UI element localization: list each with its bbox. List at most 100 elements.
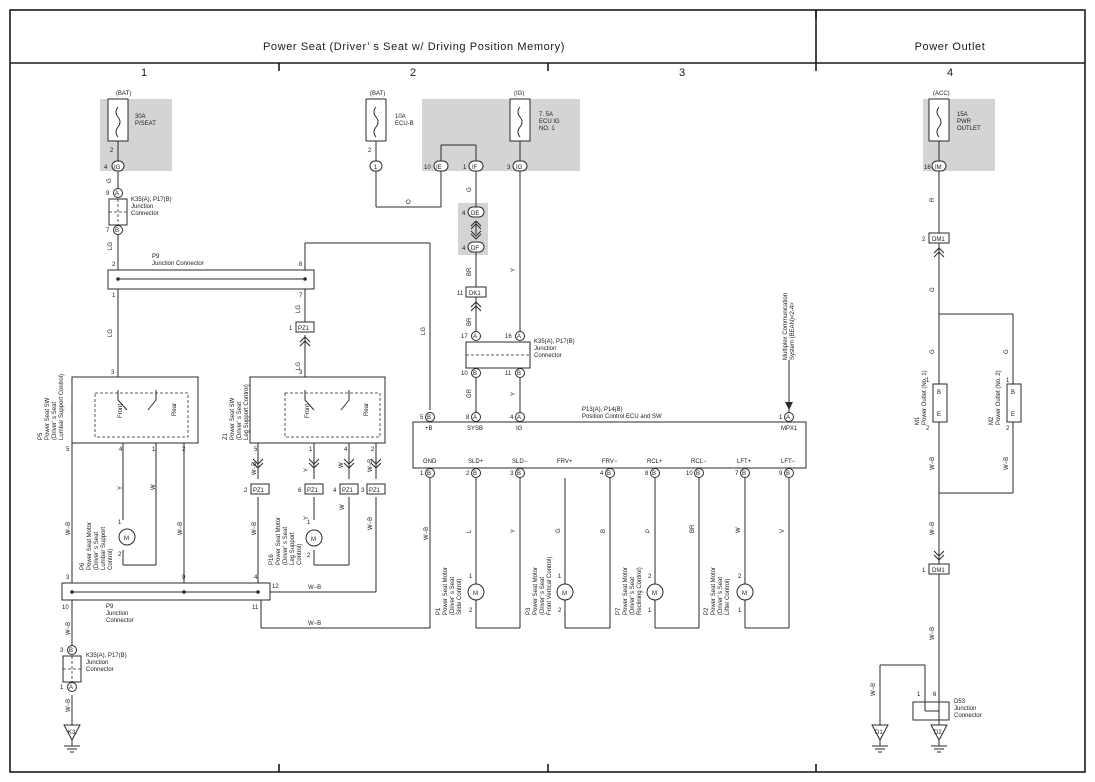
- fuse-30a-supply: (BAT): [116, 91, 131, 97]
- p3-label: P3 Power Seat Motor (Driver’ s Seat Fron…: [526, 557, 553, 615]
- connector-pz1-top: [295, 321, 315, 333]
- svg-text:G: G: [1004, 349, 1010, 354]
- svg-text:B: B: [473, 471, 477, 477]
- k35-mid-label: K35(A), P17(B): [534, 339, 575, 345]
- svg-text:(Driver’ s Seat: (Driver’ s Seat: [540, 577, 546, 615]
- svg-text:BR: BR: [467, 267, 473, 276]
- svg-text:V: V: [780, 529, 786, 533]
- svg-text:P2: P2: [704, 607, 710, 615]
- svg-text:2: 2: [648, 574, 652, 580]
- svg-text:LG: LG: [296, 362, 302, 370]
- svg-text:8: 8: [466, 415, 470, 421]
- svg-text:1: 1: [420, 471, 424, 477]
- svg-text:Connector: Connector: [131, 211, 159, 217]
- svg-text:DE: DE: [471, 211, 479, 217]
- svg-text:Front: Front: [118, 404, 124, 418]
- p16-label: P16 Power Seat Motor (Driver’ s Seat Leg…: [269, 517, 303, 565]
- svg-text:Lumbar Support Control): Lumbar Support Control): [59, 374, 65, 440]
- svg-text:B: B: [601, 529, 607, 533]
- svg-text:4: 4: [344, 447, 348, 453]
- svg-text:1: 1: [558, 574, 562, 580]
- p1-label: P1 Power Seat Motor (Driver’ s Seat Slid…: [436, 567, 463, 615]
- svg-text:W−B: W−B: [66, 622, 72, 635]
- fuse-10a-rating: 10A: [395, 114, 406, 120]
- svg-text:Front Vertical Control): Front Vertical Control): [547, 557, 553, 615]
- svg-text:1: 1: [738, 608, 742, 614]
- svg-text:E: E: [937, 412, 941, 418]
- svg-text:Connector: Connector: [954, 713, 982, 719]
- svg-text:A: A: [69, 685, 73, 691]
- svg-text:W−B: W−B: [1004, 457, 1010, 470]
- svg-text:W−B: W−B: [368, 517, 374, 530]
- svg-text:4: 4: [462, 211, 466, 217]
- svg-text:R: R: [930, 197, 936, 202]
- svg-text:Junction: Junction: [534, 346, 556, 352]
- ground-d2: D2: [930, 724, 948, 753]
- svg-text:IE: IE: [436, 165, 442, 171]
- svg-text:2: 2: [926, 426, 930, 432]
- connector-df: [467, 241, 485, 253]
- ecu-pin-sysb: SYSB: [467, 426, 483, 432]
- fuse-30a-rating: 30A: [135, 114, 146, 120]
- svg-text:Lifter Control): Lifter Control): [725, 579, 731, 615]
- connector-im: [931, 160, 947, 172]
- svg-text:11: 11: [252, 605, 259, 611]
- svg-text:A: A: [786, 415, 790, 421]
- p2-motor: [736, 583, 754, 601]
- column-4-wires: [879, 141, 1014, 725]
- svg-text:Power Seat Motor: Power Seat Motor: [443, 567, 449, 615]
- k35-bottom-pin-b: [67, 645, 77, 655]
- svg-text:9: 9: [106, 191, 110, 197]
- p1-motor: [467, 583, 485, 601]
- connector-dm1-top: [928, 232, 950, 244]
- svg-text:3: 3: [66, 575, 70, 581]
- ground-d1: D1: [871, 724, 889, 753]
- fuse-15a: [928, 98, 950, 142]
- svg-text:10: 10: [461, 371, 468, 377]
- svg-text:1: 1: [307, 520, 311, 526]
- svg-text:A: A: [517, 415, 521, 421]
- p6-label: P6 Power Seat Motor (Driver’ s Seat Lumb…: [80, 522, 114, 570]
- connector-ie: [433, 160, 449, 172]
- svg-text:10: 10: [62, 605, 69, 611]
- ecu-pin-lft-minus: LFT−: [781, 459, 796, 465]
- title-power-outlet: Power Outlet: [915, 41, 986, 53]
- svg-text:Connector: Connector: [106, 618, 134, 624]
- svg-text:(Driver’ s Seat: (Driver’ s Seat: [283, 527, 289, 565]
- svg-text:(Driver’ s Seat: (Driver’ s Seat: [718, 577, 724, 615]
- svg-text:System (BEAN)<2-4>: System (BEAN)<2-4>: [790, 302, 796, 360]
- connector-1-col2: [369, 160, 383, 172]
- svg-text:W−B: W−B: [308, 585, 321, 591]
- p16-motor: [305, 529, 323, 547]
- svg-text:W: W: [736, 527, 742, 533]
- svg-text:2: 2: [307, 553, 311, 559]
- svg-text:D1: D1: [875, 730, 883, 736]
- svg-text:BR: BR: [690, 524, 696, 533]
- svg-text:1: 1: [1006, 378, 1010, 384]
- position-control-ecu: [412, 421, 807, 469]
- svg-text:3: 3: [111, 370, 115, 376]
- svg-text:1: 1: [922, 568, 926, 574]
- fuse-10a-supply: (BAT): [370, 91, 385, 97]
- svg-text:1: 1: [648, 608, 652, 614]
- column-number-4: 4: [947, 67, 953, 79]
- svg-text:P16: P16: [269, 554, 275, 565]
- svg-text:W−B: W−B: [308, 621, 321, 627]
- svg-text:BR: BR: [467, 317, 473, 326]
- svg-text:G: G: [930, 349, 936, 354]
- svg-text:Position Control ECU and SW: Position Control ECU and SW: [582, 414, 662, 420]
- svg-text:1: 1: [463, 165, 467, 171]
- ecu-bottom-pin-circles: B1 B2 B3 B4 B8 B10 B7 B9: [420, 468, 794, 478]
- svg-text:M: M: [652, 591, 657, 597]
- svg-text:(Driver’ s Seat: (Driver’ s Seat: [450, 577, 456, 615]
- svg-text:W−B: W−B: [930, 457, 936, 470]
- svg-text:3: 3: [510, 471, 514, 477]
- svg-text:12: 12: [272, 584, 279, 590]
- svg-text:PZ1: PZ1: [369, 488, 381, 494]
- svg-text:(Driver’ s Seat: (Driver’ s Seat: [237, 402, 243, 440]
- svg-text:K3: K3: [68, 730, 76, 736]
- p7-motor: [646, 583, 664, 601]
- svg-text:E: E: [1011, 412, 1015, 418]
